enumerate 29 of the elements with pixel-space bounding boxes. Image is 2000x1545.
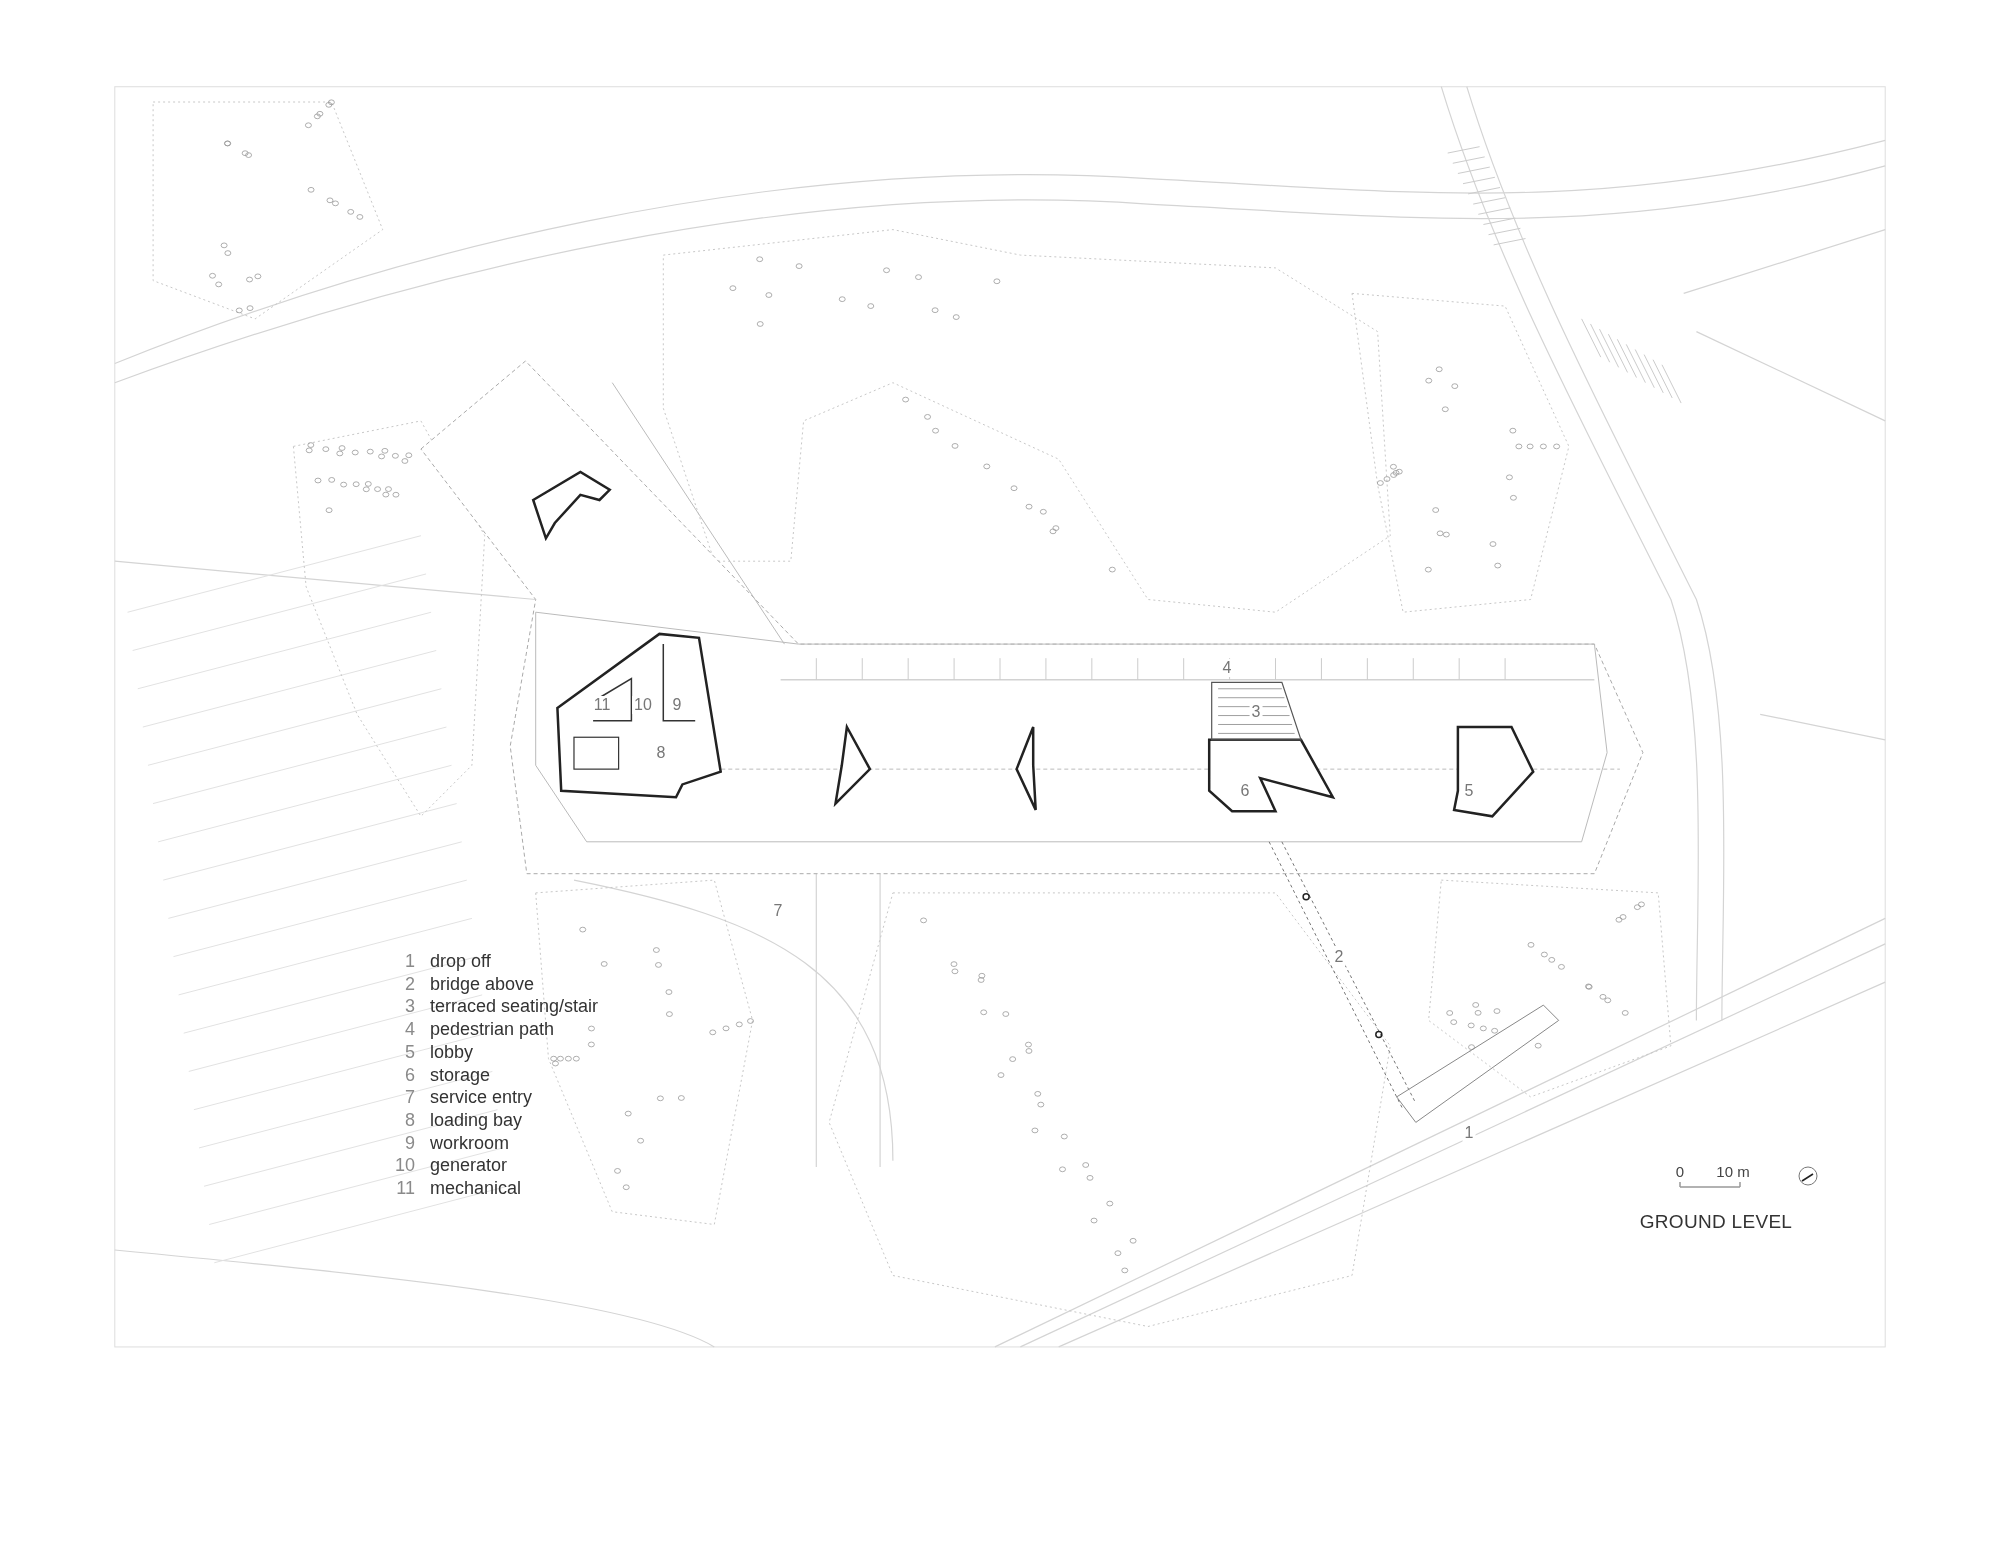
key-number: 9: [404, 1133, 415, 1152]
key-text: drop off: [430, 952, 491, 970]
key-number: 8: [404, 1110, 415, 1129]
key-text: workroom: [430, 1133, 509, 1152]
key-number: 2: [404, 974, 415, 993]
key-number: 10: [393, 1156, 415, 1175]
key-text: loading bay: [430, 1110, 523, 1129]
key-text: generator: [430, 1156, 508, 1175]
callout-number: 2: [1332, 948, 1346, 966]
key-text: lobby: [430, 1042, 474, 1061]
key-text: storage: [430, 1065, 491, 1084]
key-number: 4: [404, 1020, 415, 1039]
key-number: 6: [404, 1065, 415, 1084]
key-number: 5: [404, 1042, 415, 1061]
callout-number: 4: [1220, 659, 1234, 677]
key-number: 1: [404, 952, 415, 970]
callout-number: 10: [632, 696, 654, 714]
drawing-title: GROUND LEVEL: [1639, 1211, 1793, 1231]
key-number: 3: [404, 997, 415, 1016]
key-text: mechanical: [430, 1179, 522, 1197]
key-text: terraced seating/stair: [430, 997, 599, 1016]
scale-label: 0: [1675, 1163, 1685, 1179]
callout-number: 1: [1462, 1124, 1476, 1142]
key-text: service entry: [430, 1088, 533, 1107]
key-text: bridge above: [430, 974, 535, 993]
key-number: 7: [404, 1088, 415, 1107]
key-number: 11: [395, 1179, 415, 1197]
key-text: pedestrian path: [430, 1020, 555, 1039]
scale-label: 10 m: [1716, 1163, 1750, 1179]
